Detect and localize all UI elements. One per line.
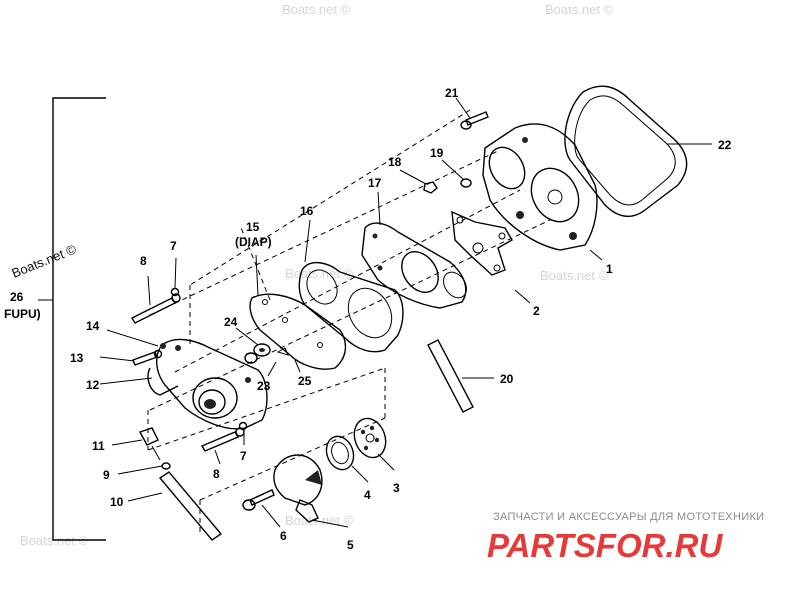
part-labels: 21 18 19 22 1 2 17 16 15 (DIAP) 20 24 23… <box>4 86 732 552</box>
seal-ring <box>244 343 289 364</box>
label-5: 5 <box>347 538 354 552</box>
label-12: 12 <box>86 378 100 392</box>
label-3: 3 <box>393 481 400 495</box>
label-15-note: (DIAP) <box>235 235 272 249</box>
pump-cover <box>482 123 598 251</box>
hose-clamp <box>161 462 171 470</box>
washer-7-upper <box>170 287 180 297</box>
label-8-lower: 8 <box>213 467 220 481</box>
hose-fitting <box>138 427 161 461</box>
label-7-upper: 7 <box>170 239 177 253</box>
nut-18 <box>423 181 438 194</box>
label-19: 19 <box>430 146 444 160</box>
label-8-upper: 8 <box>140 254 147 268</box>
label-17: 17 <box>368 176 382 190</box>
label-4: 4 <box>364 488 371 502</box>
fuel-hose-lower <box>158 471 223 541</box>
pump-gasket <box>298 262 404 353</box>
brand-logo[interactable]: PARTSFOR.RU <box>487 527 723 564</box>
plug-14 <box>160 343 166 349</box>
bolt-8-upper <box>131 293 181 324</box>
label-10: 10 <box>110 495 124 509</box>
label-22: 22 <box>718 138 732 152</box>
fuel-hose-upper <box>427 339 474 413</box>
label-26: 26 <box>10 290 24 304</box>
screw-13 <box>132 349 163 366</box>
bolt-8-lower <box>200 427 245 452</box>
watermark-dark: Boats.net © <box>10 241 79 281</box>
label-25: 25 <box>298 374 312 388</box>
watermark: Boats.net © <box>545 2 614 17</box>
label-6: 6 <box>280 529 287 543</box>
label-7-lower: 7 <box>240 449 247 463</box>
watermark: Boats.net © <box>540 268 609 283</box>
watermark: Boats.net © <box>282 2 351 17</box>
leader-lines <box>99 97 712 528</box>
pump-base <box>147 338 268 430</box>
filter-screen <box>353 417 387 459</box>
bushing-19 <box>460 178 472 188</box>
brand-caption: ЗАПЧАСТИ И АКСЕССУАРЫ ДЛЯ МОТОТЕХНИКИ <box>493 511 765 523</box>
label-26-note: FUPU) <box>4 307 41 321</box>
valve-plate <box>451 210 513 276</box>
gasket-ring <box>325 435 355 471</box>
screw-21 <box>460 111 489 130</box>
label-9: 9 <box>103 468 110 482</box>
label-11: 11 <box>92 439 105 453</box>
pump-body <box>361 222 467 309</box>
label-21: 21 <box>445 86 459 100</box>
label-24: 24 <box>224 315 238 329</box>
assembly-bracket <box>38 97 106 541</box>
label-14: 14 <box>86 319 100 333</box>
label-16: 16 <box>300 204 314 218</box>
watermark-layer: Boats.net © Boats.net © Boats.net © Boat… <box>20 2 614 548</box>
label-23: 23 <box>257 379 271 393</box>
label-2: 2 <box>533 304 540 318</box>
diaphragm <box>249 293 347 370</box>
label-20: 20 <box>500 372 514 386</box>
washer-7-lower <box>238 421 248 431</box>
cover-gasket <box>564 85 688 217</box>
label-1: 1 <box>606 262 613 276</box>
alignment-lines <box>147 109 551 535</box>
label-18: 18 <box>388 155 402 169</box>
label-13: 13 <box>70 351 84 365</box>
screw-6 <box>242 489 275 511</box>
filter-cup <box>273 454 323 523</box>
label-15: 15 <box>246 220 260 234</box>
